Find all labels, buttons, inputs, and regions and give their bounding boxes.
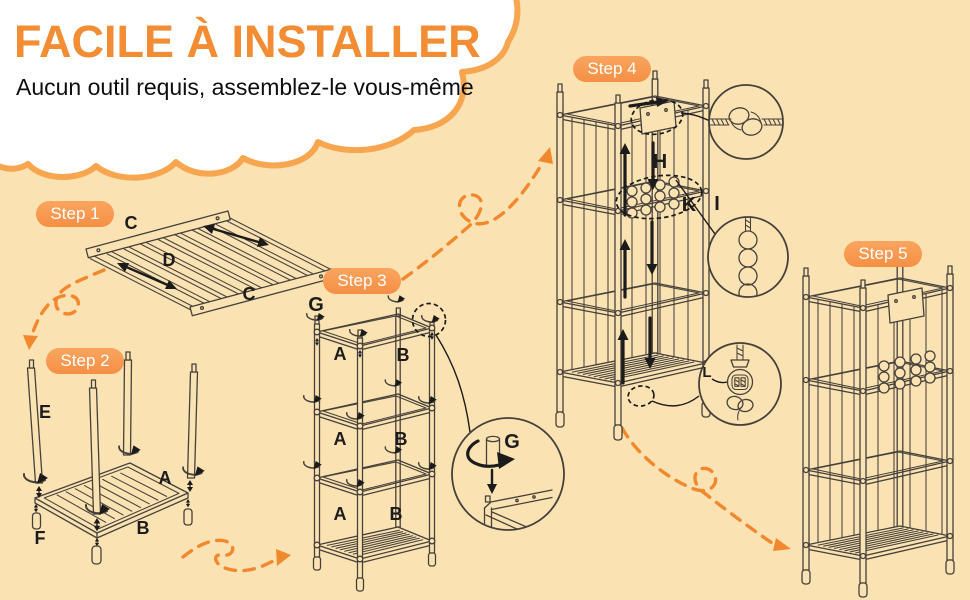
connector-arrow-step4-to-step5 — [620, 426, 791, 551]
step2-feet — [31, 508, 193, 565]
step5-illustration — [801, 256, 955, 598]
step5-ropes — [817, 289, 943, 555]
step4-bottom-magnifier — [627, 385, 655, 407]
step-badge-3: Step 3 — [323, 268, 401, 294]
label-part-i: I — [714, 193, 720, 215]
connector-arrow-step3-to-step4 — [401, 147, 553, 281]
step3-tier-frames — [316, 313, 433, 497]
label-part-g: G — [308, 294, 324, 316]
page-title: FACILE À INSTALLER — [14, 16, 481, 67]
beads-detail-icon — [707, 216, 789, 298]
label-part-c-top: C — [125, 213, 138, 233]
label-part-k: K — [682, 194, 697, 216]
step4-illustration: H K I — [555, 70, 789, 441]
step4-corner-joints — [556, 102, 710, 387]
connector-arrow-step2-to-step3 — [181, 538, 291, 573]
step4-beads-magnifier — [615, 174, 703, 220]
step1-direction-arrow-top — [203, 224, 269, 247]
label-b-tier3: B — [390, 504, 403, 524]
page-subtitle: Aucun outil requis, assemblez-le vous-mê… — [16, 74, 474, 100]
label-part-b-step2: B — [137, 518, 150, 538]
step5-beads — [878, 350, 936, 394]
step1-slats — [89, 216, 333, 313]
label-part-c-bottom: C — [243, 284, 256, 304]
label-a-tier1: A — [334, 344, 347, 364]
step2-illustration: E A B F — [22, 351, 206, 565]
cord-lock-detail-icon: L — [698, 342, 782, 426]
step3-feet — [312, 552, 437, 592]
g-connector-detail-icon: G — [451, 417, 565, 531]
step1-rail-top — [85, 210, 231, 259]
label-part-l: L — [702, 364, 711, 381]
step5-sign-board — [887, 287, 925, 324]
step4-bottom-shelf — [559, 352, 707, 388]
cloud-banner — [0, 0, 521, 181]
step-badge-2: Step 2 — [46, 348, 124, 374]
step1-illustration: C D C — [85, 210, 335, 317]
label-part-h: H — [653, 151, 667, 173]
label-part-f: F — [35, 528, 46, 548]
label-b-tier2: B — [395, 429, 408, 449]
knot-detail-icon — [708, 84, 784, 160]
step5-bottom-shelf — [805, 525, 951, 561]
step4-ropes — [571, 109, 689, 382]
step1-direction-arrow-bottom — [117, 263, 177, 289]
step3-corner-joints — [313, 324, 436, 563]
step-badge-5: Step 5 — [844, 241, 922, 267]
step5-poles — [802, 265, 954, 584]
step3-illustration: G A B A B A B — [302, 294, 565, 592]
label-a-tier2: A — [334, 429, 347, 449]
step3-rotation-arrows — [302, 294, 441, 488]
label-part-a-step2: A — [159, 468, 172, 488]
label-b-tier1: B — [397, 345, 410, 365]
label-a-tier3: A — [334, 504, 347, 524]
step5-corner-joints — [802, 284, 954, 560]
step5-feet — [801, 559, 955, 598]
step3-magnifier-circle — [411, 302, 447, 338]
step2-poles — [26, 351, 199, 515]
label-part-e: E — [39, 402, 51, 422]
label-part-d: D — [163, 250, 176, 270]
step-badge-4: Step 4 — [573, 56, 651, 82]
label-g-inset: G — [504, 431, 520, 453]
step4-feet — [555, 401, 711, 441]
connector-arrow-step1-to-step2 — [23, 268, 106, 350]
step3-bottom-shelf — [316, 526, 433, 564]
step-badge-1: Step 1 — [36, 201, 114, 227]
